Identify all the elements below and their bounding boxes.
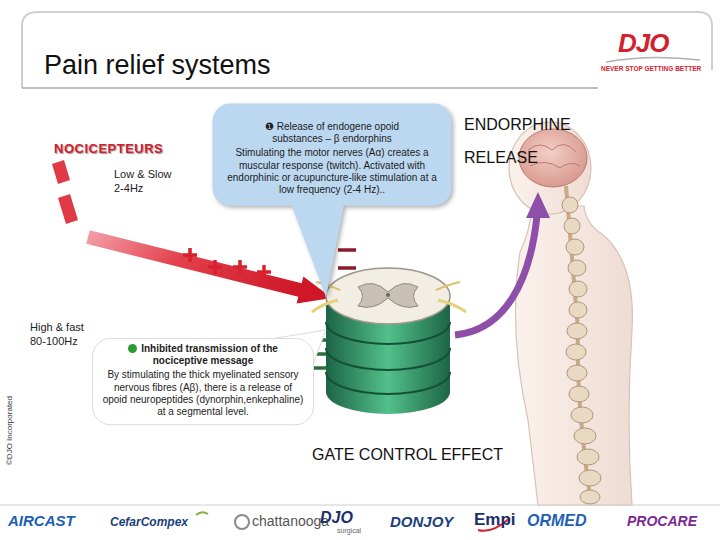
central-canal — [386, 293, 390, 297]
brand-logo: DJO — [320, 509, 353, 527]
vertebra — [579, 470, 601, 486]
brand-tagline: NEVER STOP GETTING BETTER — [601, 65, 701, 72]
bubble-body — [213, 104, 452, 206]
brand-logo: chattanooga — [252, 513, 329, 529]
slide-frame — [22, 12, 712, 88]
vertebra — [566, 239, 584, 255]
brand-logo: DJO — [618, 28, 668, 59]
brand-logo: AIRCAST — [8, 512, 75, 529]
brand-logo: Empi — [474, 510, 516, 530]
frequency-label: High & fast 80-100Hz — [30, 320, 94, 348]
vertebra — [577, 449, 599, 465]
vertebra — [567, 365, 587, 381]
vertebra — [569, 281, 587, 297]
plus-sign — [208, 260, 222, 274]
title-rule — [22, 87, 598, 89]
vertebra — [562, 197, 578, 213]
nerve-root — [438, 300, 466, 312]
vertebra — [564, 218, 580, 234]
bubble-body — [93, 339, 314, 425]
vertebra — [574, 428, 596, 444]
effect-label: GATE CONTROL EFFECT — [312, 446, 503, 464]
cord-band — [326, 322, 450, 344]
plus-sign — [233, 260, 247, 274]
frequency-label: Low & Slow 2-4Hz — [114, 167, 184, 195]
cord-band — [326, 348, 450, 370]
human-figure — [509, 122, 632, 505]
plus-sign — [183, 248, 197, 262]
nerve-root — [312, 300, 338, 312]
head — [509, 122, 591, 214]
callout-body: Stimulating the motor nerves (Aα) create… — [220, 147, 444, 196]
grey-matter — [358, 283, 418, 307]
brand-logo: DONJOY — [390, 513, 453, 530]
logo-swoosh — [606, 57, 700, 62]
effect-label: ENDORPHINE RELEASE — [464, 108, 594, 174]
minus-sign — [338, 248, 356, 252]
slide-title: Pain relief systems — [44, 50, 271, 81]
signal-arrow — [86, 230, 332, 303]
vertebra — [569, 386, 589, 402]
endorphin-arrow — [455, 216, 537, 335]
callout-bubble: Inhibited transmission of the nociceptiv… — [92, 338, 314, 425]
callout-heading: Inhibited transmission of the nociceptiv… — [101, 343, 305, 367]
cord-section — [326, 268, 450, 324]
vertebra — [580, 490, 600, 504]
vertebra — [566, 344, 586, 360]
bubble-pointer — [291, 204, 344, 297]
brand-logo: ORMED — [527, 512, 587, 530]
callout-bubble: ❶ Release of endogene opoid substances –… — [212, 103, 452, 206]
brand-logo: PROCARE — [627, 513, 697, 529]
minus-sign — [338, 266, 356, 270]
bullet-dot — [128, 344, 137, 353]
callout-body: By stimulating the thick myelinated sens… — [101, 369, 305, 418]
signal-dash — [58, 194, 78, 224]
brand-logo: surgical — [337, 527, 361, 534]
logo-swirl — [235, 515, 249, 529]
section-heading: NOCICEPTEURS — [54, 141, 163, 156]
cord-band — [326, 372, 450, 394]
vertebra — [569, 302, 587, 318]
vertebra — [568, 260, 586, 276]
endorphin-arrowhead — [526, 192, 550, 218]
callout-heading: ❶ Release of endogene opoid substances –… — [220, 121, 444, 145]
spinal-cord — [312, 268, 466, 414]
plus-sign — [257, 265, 271, 279]
nerve-root — [436, 282, 460, 290]
copyright-note: ©DJO Incorporated — [5, 386, 14, 476]
brand-logo: CefarCompex — [110, 515, 188, 529]
signal-dash — [52, 160, 70, 184]
vertebra — [567, 323, 587, 339]
vertebra — [571, 407, 593, 423]
logo-swoosh — [196, 512, 208, 515]
